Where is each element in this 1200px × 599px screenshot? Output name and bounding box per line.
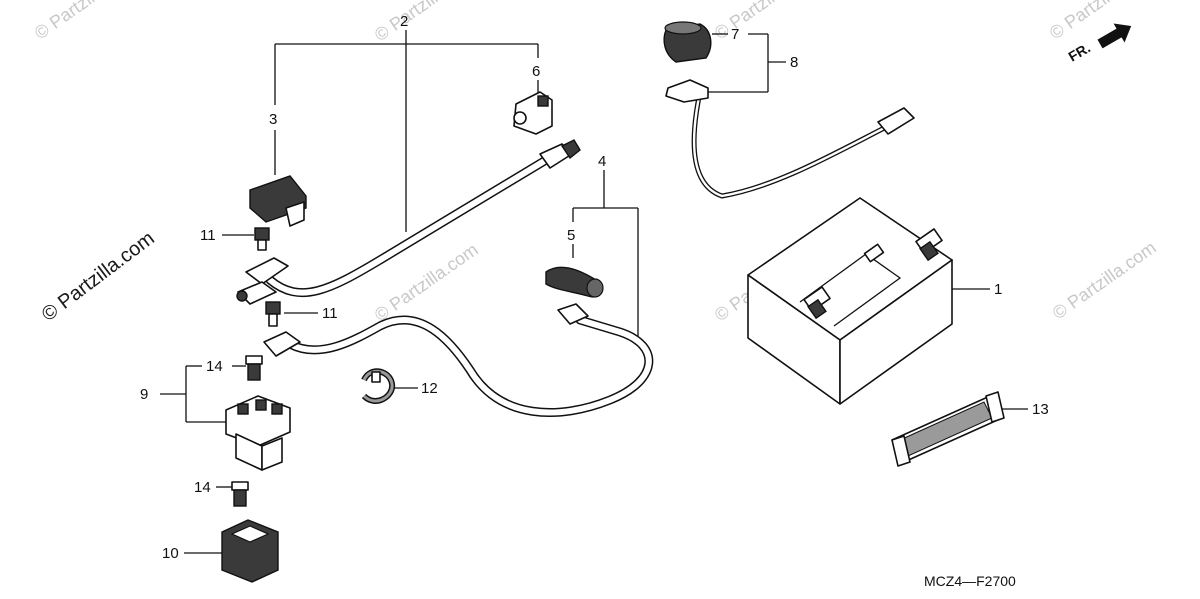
negative-cable: [263, 303, 654, 417]
callout-3: 3: [269, 111, 277, 128]
callout-7: 7: [731, 26, 739, 43]
relay-cover: [221, 519, 279, 583]
callout-5: 5: [567, 227, 575, 244]
callout-10: 10: [162, 545, 179, 562]
watermark-faint: © Partzilla.com: [711, 0, 822, 43]
callout-11-upper: 11: [200, 227, 216, 244]
callout-14-upper: 14: [206, 358, 223, 375]
watermark-main: © Partzilla.com: [38, 227, 159, 326]
leader-lines: [160, 30, 1028, 554]
direction-label: FR.: [1066, 39, 1094, 64]
callout-13: 13: [1032, 401, 1049, 418]
watermark-faint: © Partzilla.com: [1049, 237, 1160, 323]
terminal-cover: [663, 21, 712, 63]
arrow-right-icon: [1097, 23, 1132, 49]
callout-labels: 1 2 3 4 5 6 7 8 9 10 11 11 12 13 14 14: [140, 13, 1049, 562]
watermark-faint: © Partzilla.com: [1046, 0, 1157, 43]
callout-8: 8: [790, 54, 798, 71]
callout-2: 2: [400, 13, 408, 30]
diagram-code: MCZ4—F2700: [924, 573, 1016, 589]
main-cable: [236, 139, 581, 305]
terminal-cap: [545, 266, 604, 298]
fuse-upper: [245, 355, 263, 381]
positive-cable-assembly: [663, 21, 915, 199]
callout-9: 9: [140, 386, 148, 403]
fuse-lower: [231, 481, 249, 507]
starter-relay: [225, 395, 291, 471]
battery-band: [891, 391, 1005, 467]
cable-cover: [249, 175, 307, 227]
callout-6: 6: [532, 63, 540, 80]
watermark-faint: © Partzilla.com: [371, 0, 482, 45]
callout-4: 4: [598, 153, 606, 170]
watermark-faint: © Partzilla.com: [31, 0, 142, 43]
battery-terminal-negative: [803, 286, 831, 320]
battery: [747, 197, 953, 405]
callout-12: 12: [421, 380, 438, 397]
bolt-lower: [265, 301, 281, 327]
callout-14-lower: 14: [194, 479, 211, 496]
battery-terminal-positive: [915, 228, 943, 262]
bolt-upper: [254, 227, 270, 251]
callout-11-lower: 11: [322, 305, 338, 322]
watermarks: © Partzilla.com © Partzilla.com © Partzi…: [31, 0, 1160, 326]
terminal-boot: [513, 91, 553, 135]
callout-1: 1: [994, 281, 1002, 298]
cable-clamp: [361, 368, 396, 404]
